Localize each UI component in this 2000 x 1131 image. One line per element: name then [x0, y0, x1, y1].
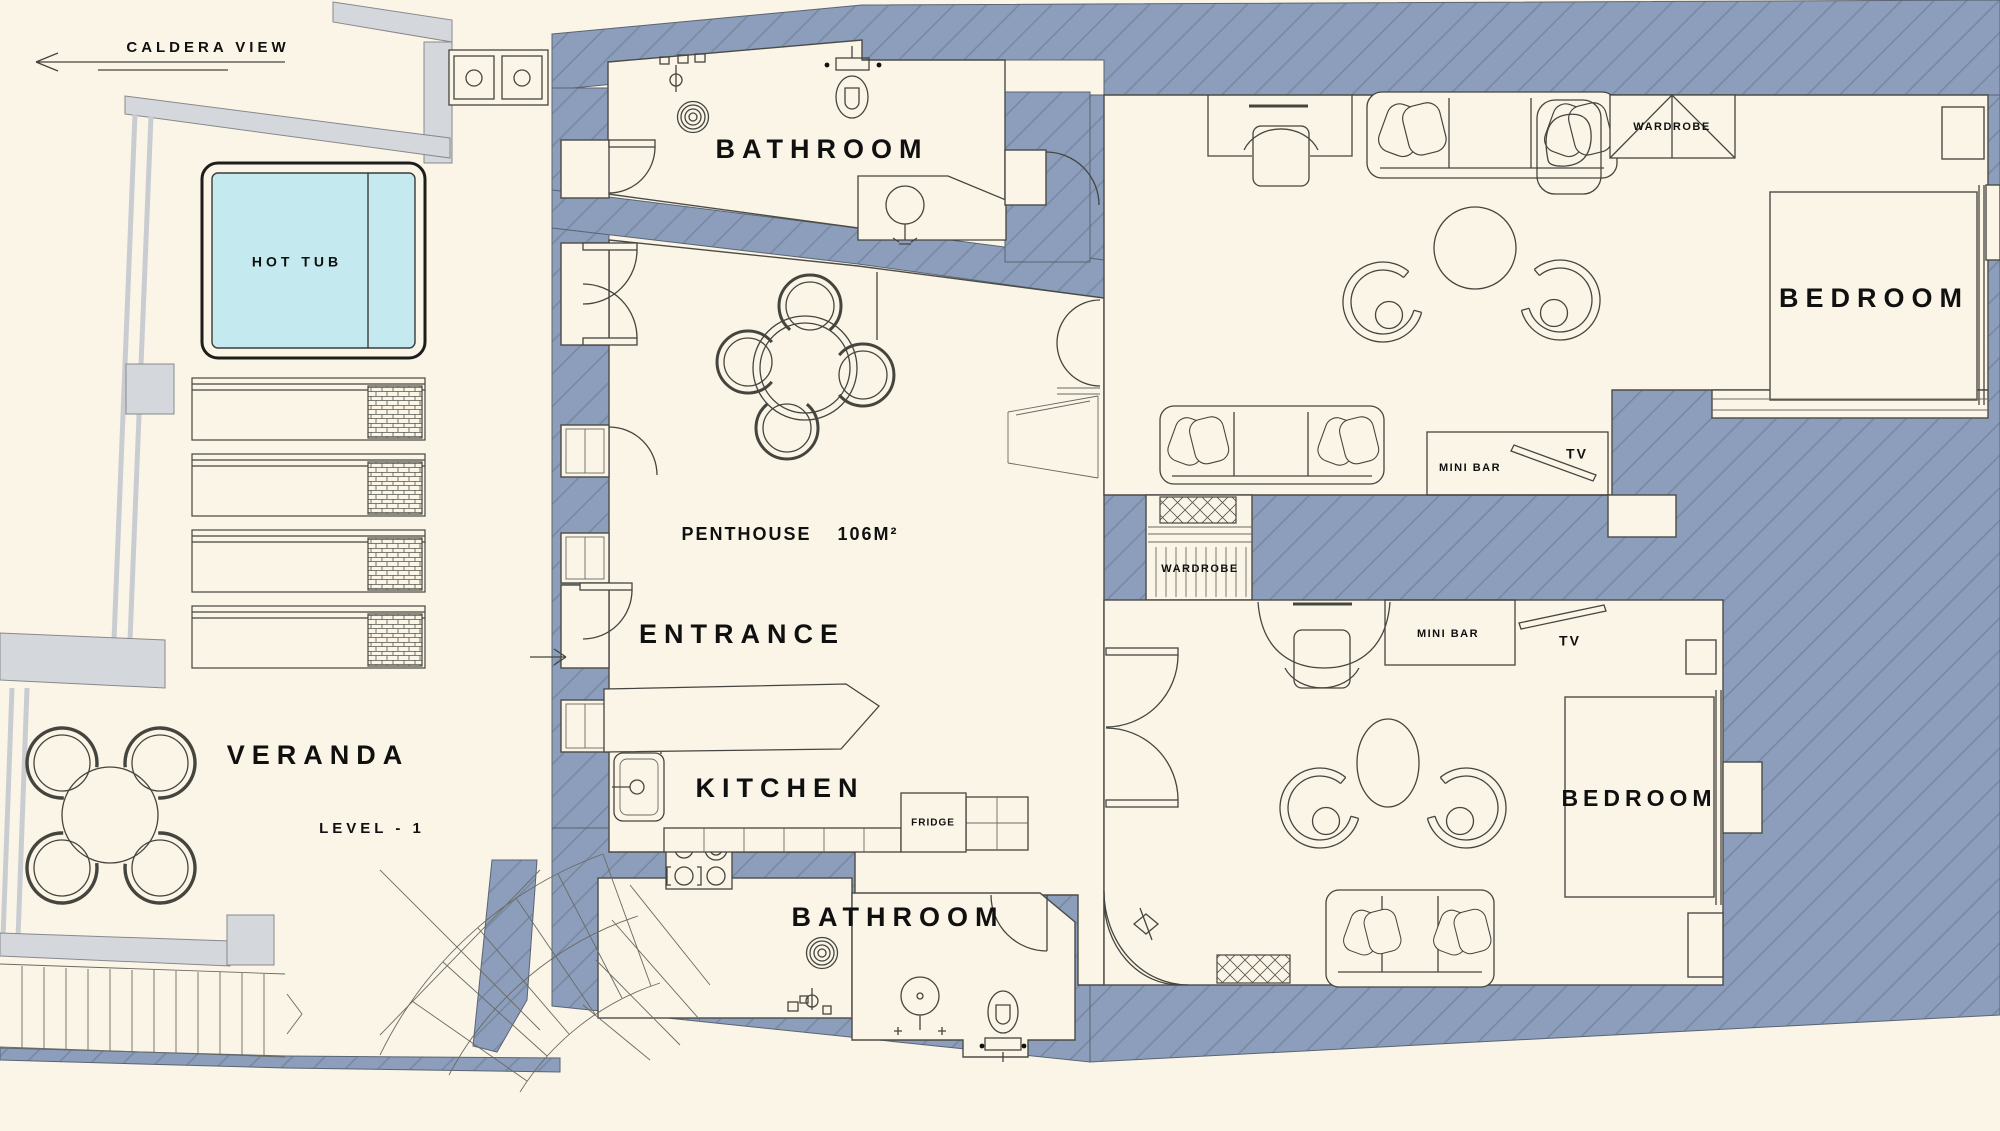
- room-bathroom-bottom-shower: [597, 877, 853, 1019]
- desk: [1257, 601, 1391, 689]
- outdoor-sinks: [448, 49, 549, 106]
- bed: BEDROOM: [1561, 639, 1724, 978]
- veranda-dining-set: [10, 711, 212, 920]
- wardrobe-label: WARDROBE: [1633, 121, 1710, 133]
- nightstand: [1685, 639, 1717, 675]
- tv-icon: [1518, 604, 1607, 630]
- bathroom-top-label: BATHROOM: [716, 134, 929, 164]
- minibar: MINI BAR TV: [1384, 599, 1607, 666]
- penthouse-area: 106M²: [838, 524, 899, 544]
- kitchen-sink: [612, 752, 665, 822]
- doormat: [1159, 496, 1237, 524]
- double-door: [1105, 647, 1179, 808]
- minibar-label: MINI BAR: [1439, 462, 1501, 474]
- caldera-view-annotation: CALDERA VIEW: [35, 39, 289, 72]
- caldera-view-arrow: [35, 52, 285, 72]
- hot-tub: [200, 161, 427, 360]
- wardrobe-label: WARDROBE: [1161, 563, 1238, 575]
- hot-tub-label: HOT TUB: [252, 254, 342, 270]
- window: [560, 532, 610, 584]
- caldera-view-label: CALDERA VIEW: [126, 39, 289, 56]
- wardrobe-corridor: WARDROBE: [1148, 496, 1252, 597]
- nightstand: [1941, 106, 1985, 160]
- bathroom-top-fixtures: [659, 46, 1100, 245]
- lounge-chair: [1536, 99, 1602, 195]
- bedroom-label: BEDROOM: [1779, 283, 1969, 313]
- curved-wall: [1103, 890, 1189, 986]
- labels: CALDERA VIEW HOT TUB BATHROOM PENTHOUSE 1…: [35, 39, 1005, 932]
- suite-top-notch: [1607, 494, 1677, 538]
- tv-label: TV: [1566, 446, 1588, 462]
- entrance-door: [530, 582, 633, 669]
- penthouse-name: PENTHOUSE: [681, 524, 811, 544]
- pedestal-sink-icon: [894, 976, 946, 1035]
- oval-table: [1356, 718, 1420, 808]
- wardrobe: WARDROBE: [1609, 94, 1736, 159]
- kitchen-counter: [603, 683, 880, 753]
- round-table: [1433, 206, 1517, 290]
- bathroom-bottom-fixtures: [787, 894, 1048, 1062]
- sofa: [1159, 405, 1385, 485]
- shower-drain-icon: [805, 936, 839, 970]
- suite-bottom: MINI BAR TV BEDROOM: [1105, 599, 1724, 988]
- entrance-label: ENTRANCE: [639, 619, 845, 649]
- bedroom-label: BEDROOM: [1561, 785, 1716, 811]
- bathroom-bottom-label: BATHROOM: [792, 902, 1005, 932]
- suite-bottom-bumpout: [1722, 761, 1763, 834]
- terrace-railings: [0, 1, 453, 967]
- suite-top-double-door: [1056, 299, 1101, 387]
- minibar: MINI BAR TV: [1426, 431, 1609, 496]
- kitchen-area: FRIDGE: [603, 683, 1029, 890]
- vanity-sink: [857, 175, 1007, 245]
- shower-drain-icon: [676, 100, 710, 134]
- suite-top: WARDROBE BEDROOM MINI BAR TV: [1159, 91, 1988, 496]
- shower-faucet-icon: [659, 53, 706, 92]
- stairs-direction-arrow: [286, 993, 303, 1035]
- fridge-label: FRIDGE: [911, 818, 955, 829]
- shower-faucet-icon: [787, 988, 832, 1015]
- door-handle-diamond: [1132, 907, 1160, 941]
- splayed-window: [1007, 395, 1099, 479]
- kitchen-tiles: [663, 796, 1029, 853]
- hall-features: [1007, 299, 1189, 986]
- penthouse-label: PENTHOUSE 106M²: [681, 524, 898, 544]
- entry-arrow: [530, 648, 567, 666]
- tv-label: TV: [1559, 633, 1581, 649]
- desk: [1207, 95, 1353, 187]
- west-wall-openings: [530, 139, 662, 755]
- bed: BEDROOM: [1769, 106, 1985, 405]
- tv-icon: [1510, 444, 1597, 482]
- dining-set: [715, 273, 896, 461]
- nightstand: [1687, 912, 1724, 978]
- room-suite-top: [1103, 94, 1989, 496]
- toilet-icon: [979, 990, 1027, 1062]
- sofa: [1325, 889, 1495, 988]
- doormat: [1216, 954, 1291, 984]
- sofa: [1366, 91, 1618, 179]
- kitchen-label: KITCHEN: [696, 773, 865, 803]
- fridge: FRIDGE: [900, 792, 967, 853]
- level-label: LEVEL - 1: [319, 820, 425, 837]
- straight-stairs: [0, 963, 303, 1058]
- window: [560, 424, 658, 478]
- minibar-label: MINI BAR: [1417, 628, 1479, 640]
- curved-stairs: [379, 853, 711, 1093]
- toilet-icon: [824, 46, 882, 119]
- veranda-label: VERANDA: [227, 740, 410, 770]
- right-edge-window: [1985, 184, 2000, 261]
- room-bathroom-bottom-wc: [851, 892, 1076, 1058]
